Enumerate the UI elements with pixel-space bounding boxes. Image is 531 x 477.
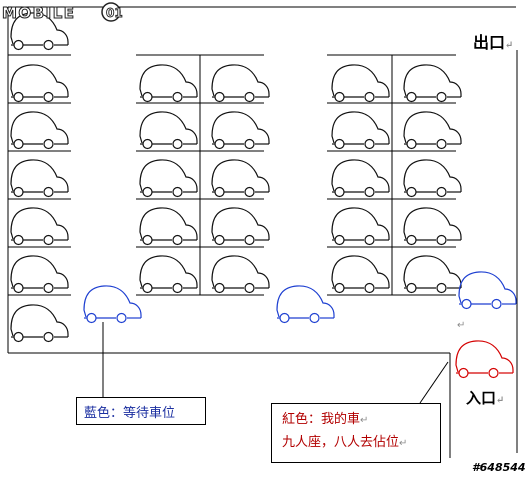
- paragraph-mark: ↵: [360, 415, 369, 426]
- parked-car: [211, 159, 270, 198]
- waiting-car-caption: 藍色：等待車位: [76, 397, 206, 425]
- parked-car: [10, 159, 69, 198]
- my-car-caption-line2: 九人座，八人去佔位: [282, 435, 400, 450]
- svg-text:01: 01: [106, 6, 123, 20]
- parked-car: [139, 159, 198, 198]
- parked-car: [331, 255, 390, 294]
- mobile01-watermark: MOBILE 01: [2, 2, 123, 23]
- parked-car: [139, 255, 198, 294]
- cars-layer: [10, 12, 517, 379]
- parked-car: [211, 207, 270, 246]
- parked-car: [331, 207, 390, 246]
- paragraph-mark: ↵: [505, 40, 514, 51]
- lot-lines: [7, 6, 518, 458]
- svg-text:MOBILE: MOBILE: [2, 4, 76, 22]
- reference-number: #648544: [472, 461, 526, 474]
- parked-car: [331, 64, 390, 103]
- parked-car: [403, 64, 462, 103]
- paragraph-mark: ↵: [496, 395, 505, 406]
- parked-car: [139, 64, 198, 103]
- my-car-caption: 紅色：我的車↵ 九人座，八人去佔位↵: [271, 403, 441, 463]
- paragraph-mark: ↵: [457, 320, 466, 331]
- exit-label: 出口↵: [473, 33, 514, 52]
- my-car: [455, 340, 514, 379]
- parked-car: [331, 111, 390, 150]
- waiting-car: [83, 285, 142, 324]
- waiting-car-caption-text: 藍色：等待車位: [84, 405, 176, 421]
- waiting-car: [276, 285, 335, 324]
- paragraph-mark: ↵: [399, 438, 408, 449]
- entrance-label: 入口↵: [466, 389, 505, 407]
- parked-car: [211, 64, 270, 103]
- parked-car: [10, 255, 69, 294]
- parked-car: [10, 64, 69, 103]
- callout-pointer: [419, 361, 449, 404]
- waiting-car: [458, 271, 517, 310]
- parked-car: [211, 255, 270, 294]
- parked-car: [403, 255, 462, 294]
- parked-car: [211, 111, 270, 150]
- parked-car: [10, 111, 69, 150]
- parked-car: [403, 207, 462, 246]
- parked-car: [139, 111, 198, 150]
- my-car-caption-line1: 紅色：我的車: [282, 412, 361, 427]
- parked-car: [403, 111, 462, 150]
- parked-car: [10, 304, 69, 343]
- parked-car: [139, 207, 198, 246]
- parked-car: [331, 159, 390, 198]
- parked-car: [10, 207, 69, 246]
- parked-car: [403, 159, 462, 198]
